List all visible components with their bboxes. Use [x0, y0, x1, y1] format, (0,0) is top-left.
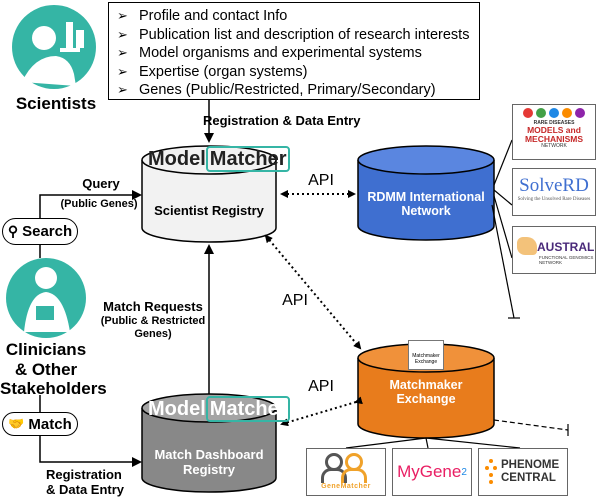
- rdmm-network-logo[interactable]: RARE DISEASES MODELS and MECHANISMS NETW…: [512, 104, 596, 160]
- mme-icon: Matchmaker Exchange: [408, 340, 444, 370]
- info-item: ➢Genes (Public/Restricted, Primary/Secon…: [117, 82, 436, 99]
- registration-bottom-label: Registration & Data Entry: [46, 467, 125, 497]
- australia-map-icon: [517, 237, 537, 255]
- genematcher-logo[interactable]: GeneMatcher: [306, 448, 386, 496]
- api-diagonal-label: API: [282, 292, 308, 309]
- australian-network-logo[interactable]: AUSTRALIAN FUNCTIONAL GENOMICS NETWORK: [512, 226, 596, 274]
- info-item: ➢Model organisms and experimental system…: [117, 45, 422, 62]
- search-icon: ⚲: [7, 223, 19, 239]
- handshake-icon: 🤝: [8, 416, 25, 431]
- genematcher-people-icon: [307, 453, 385, 483]
- api-rdmm-label: API: [308, 172, 334, 189]
- dashboard-cylinder[interactable]: [141, 393, 277, 493]
- profile-info-box: ➢Profile and contact Info ➢Publication l…: [108, 2, 480, 100]
- query-label: Query: [82, 176, 120, 191]
- scientist-registry-label: Scientist Registry: [154, 203, 264, 218]
- solverd-logo[interactable]: SolveRD Solving the Unsolved Rare Diseas…: [512, 168, 596, 216]
- rdmm-cylinder[interactable]: [357, 145, 495, 241]
- clinician-icon: [6, 258, 86, 338]
- match-requests-label: Match Requests (Public & Restricted Gene…: [100, 299, 206, 340]
- edge-query: [39, 190, 142, 218]
- scientist-icon: [12, 5, 96, 89]
- rdmm-label: RDMM International Network: [367, 190, 485, 219]
- search-button[interactable]: ⚲ Search: [2, 218, 78, 245]
- mme-label: Matchmaker Exchange: [389, 378, 463, 407]
- mme-partner-links: [345, 419, 569, 449]
- rdmm-partner-links: [491, 139, 520, 319]
- registration-top-label: Registration & Data Entry: [203, 113, 361, 128]
- public-genes-label: (Public Genes): [60, 198, 138, 210]
- edge-api-diagonal: [264, 234, 362, 350]
- phenomecentral-logo[interactable]: PHENOME CENTRAL: [478, 448, 568, 496]
- phenomecentral-dots-icon: [485, 459, 497, 485]
- dashboard-label: Match Dashboard Registry: [154, 447, 264, 477]
- info-item: ➢Profile and contact Info: [117, 8, 288, 24]
- api-mme-label: API: [308, 378, 334, 395]
- scientists-label: Scientists: [15, 94, 97, 113]
- rdmm-circles-icon: [513, 108, 595, 118]
- edge-api-mme: [280, 396, 363, 427]
- clinicians-label: Clinicians & Other Stakeholders: [0, 340, 107, 399]
- edge-registration-bottom: [39, 436, 142, 467]
- scientist-registry-cylinder[interactable]: [141, 145, 277, 243]
- info-item: ➢Expertise (organ systems): [117, 63, 308, 80]
- info-item: ➢Publication list and description of res…: [117, 26, 470, 43]
- match-button[interactable]: 🤝 Match: [2, 412, 78, 436]
